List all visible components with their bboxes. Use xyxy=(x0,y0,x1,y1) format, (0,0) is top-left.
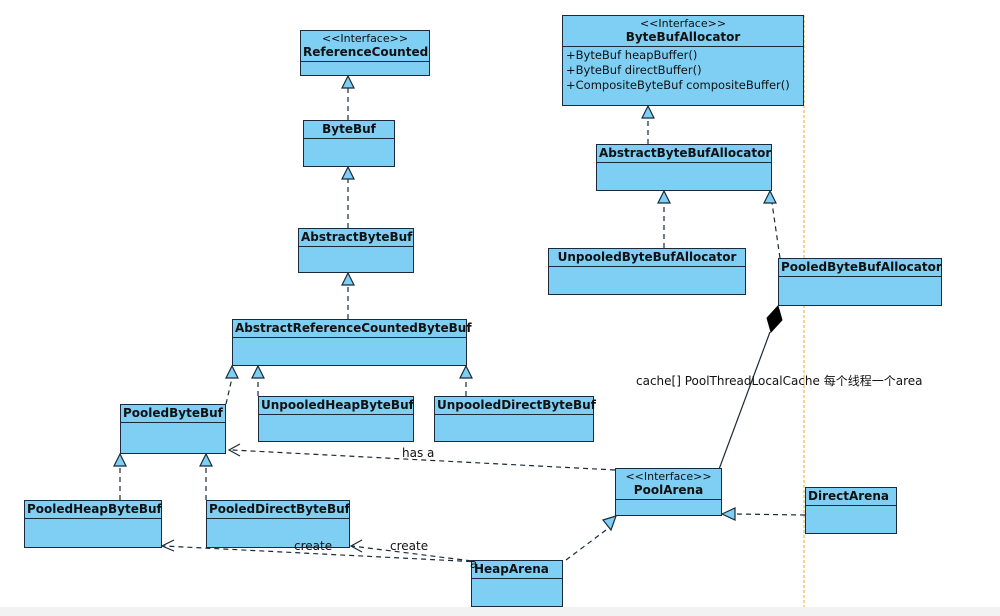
class-referencecounted[interactable]: <<Interface>>ReferenceCounted xyxy=(300,30,430,76)
arrow-has-a xyxy=(227,443,241,457)
class-name: ByteBuf xyxy=(322,122,376,136)
class-abstractbytebuf[interactable]: AbstractByteBuf xyxy=(298,228,414,273)
class-name: AbstractByteBufAllocator xyxy=(599,146,772,160)
class-name: PooledHeapByteBuf xyxy=(27,502,162,516)
class-unpooleddirectbytebuf[interactable]: UnpooledDirectByteBuf xyxy=(434,396,596,442)
tri-poolarena-bottom xyxy=(601,515,617,532)
class-heaparena[interactable]: HeapArena xyxy=(471,560,563,607)
stereotype-label: <<Interface>> xyxy=(625,470,712,483)
label-create-1: create xyxy=(294,539,333,553)
edge-heaparena-to-poolarena xyxy=(565,526,611,561)
tri-pooledbytebuf-left xyxy=(113,452,127,467)
class-poolarena[interactable]: <<Interface>>PoolArena xyxy=(615,468,722,516)
class-unpooledbytebufallocator[interactable]: UnpooledByteBufAllocator xyxy=(548,248,746,295)
edge-poolarena-has-pooledbytebuf xyxy=(231,449,616,471)
label-cache: cache[] PoolThreadLocalCache 每个线程一个area xyxy=(636,374,923,388)
class-abstractbytebufallocator[interactable]: AbstractByteBufAllocator xyxy=(596,144,772,191)
operation: +ByteBuf directBuffer() xyxy=(566,63,702,77)
label-has-a: has a xyxy=(402,446,435,460)
class-name: DirectArena xyxy=(808,489,889,503)
arrow-create-pooleddirect xyxy=(349,539,363,553)
edge-pooledalloc-to-abstractalloc xyxy=(771,202,781,259)
edge-composition-cache xyxy=(717,331,771,473)
class-bytebufallocator[interactable]: <<Interface>> ByteBufAllocator +ByteBuf … xyxy=(562,15,804,106)
stereotype-label: <<Interface>> xyxy=(639,17,727,30)
class-pooledheapbytebuf[interactable]: PooledHeapByteBuf xyxy=(24,500,162,548)
class-name: PoolArena xyxy=(633,483,704,497)
tri-bytebufallocator xyxy=(641,104,655,119)
class-name: HeapArena xyxy=(474,562,549,576)
operation: +CompositeByteBuf compositeBuffer() xyxy=(566,78,790,92)
class-bytebuf[interactable]: ByteBuf xyxy=(303,120,395,167)
class-pooledbytebuf[interactable]: PooledByteBuf xyxy=(120,404,226,454)
tri-abstractalloc-right xyxy=(763,189,777,204)
class-name: AbstractByteBuf xyxy=(301,230,413,244)
stereotype-label: <<Interface>> xyxy=(321,32,409,45)
edge-pooledbytebuf-to-arcbb xyxy=(225,377,233,405)
class-pooledbytebufallocator[interactable]: PooledByteBufAllocator xyxy=(778,258,942,306)
label-create-2: create xyxy=(390,539,429,553)
tri-abstractbytebuf xyxy=(341,271,355,286)
bottom-strip xyxy=(0,607,1000,616)
tri-abstractalloc-left xyxy=(657,189,671,204)
tri-poolarena-right xyxy=(720,507,736,521)
class-abstractreferencecountedbytebuf[interactable]: AbstractReferenceCountedByteBuf xyxy=(232,319,472,366)
diamond-composition xyxy=(766,305,783,333)
class-name: PooledByteBufAllocator xyxy=(781,260,942,274)
tri-referencecounted xyxy=(341,74,355,89)
edge-heaparena-create-pooleddirect xyxy=(351,545,481,563)
tri-arcbb-right xyxy=(459,364,473,379)
class-pooleddirectbytebuf[interactable]: PooledDirectByteBuf xyxy=(206,500,350,548)
class-directarena[interactable]: DirectArena xyxy=(805,487,897,534)
operations-list: +ByteBuf heapBuffer() +ByteBuf directBuf… xyxy=(563,47,803,94)
tri-arcbb-mid xyxy=(251,364,265,379)
class-name: UnpooledHeapByteBuf xyxy=(261,398,414,412)
tri-pooledbytebuf-right xyxy=(199,452,213,467)
class-name: ByteBufAllocator xyxy=(625,30,741,44)
class-unpooledheapbytebuf[interactable]: UnpooledHeapByteBuf xyxy=(258,396,414,442)
class-name: PooledDirectByteBuf xyxy=(209,502,350,516)
arrow-create-pooledheap xyxy=(160,539,175,552)
class-name: AbstractReferenceCountedByteBuf xyxy=(235,321,472,335)
edge-directarena-to-poolarena xyxy=(734,513,806,516)
operation: +ByteBuf heapBuffer() xyxy=(566,48,698,62)
class-name: ReferenceCounted xyxy=(303,45,429,59)
class-name: UnpooledDirectByteBuf xyxy=(437,398,596,412)
edge-heaparena-create-pooledheap xyxy=(163,545,481,563)
tri-arcbb-left xyxy=(225,364,239,379)
class-name: PooledByteBuf xyxy=(123,406,223,420)
tri-bytebuf xyxy=(341,165,355,180)
label-a: a xyxy=(470,557,478,571)
class-name: UnpooledByteBufAllocator xyxy=(557,250,737,264)
